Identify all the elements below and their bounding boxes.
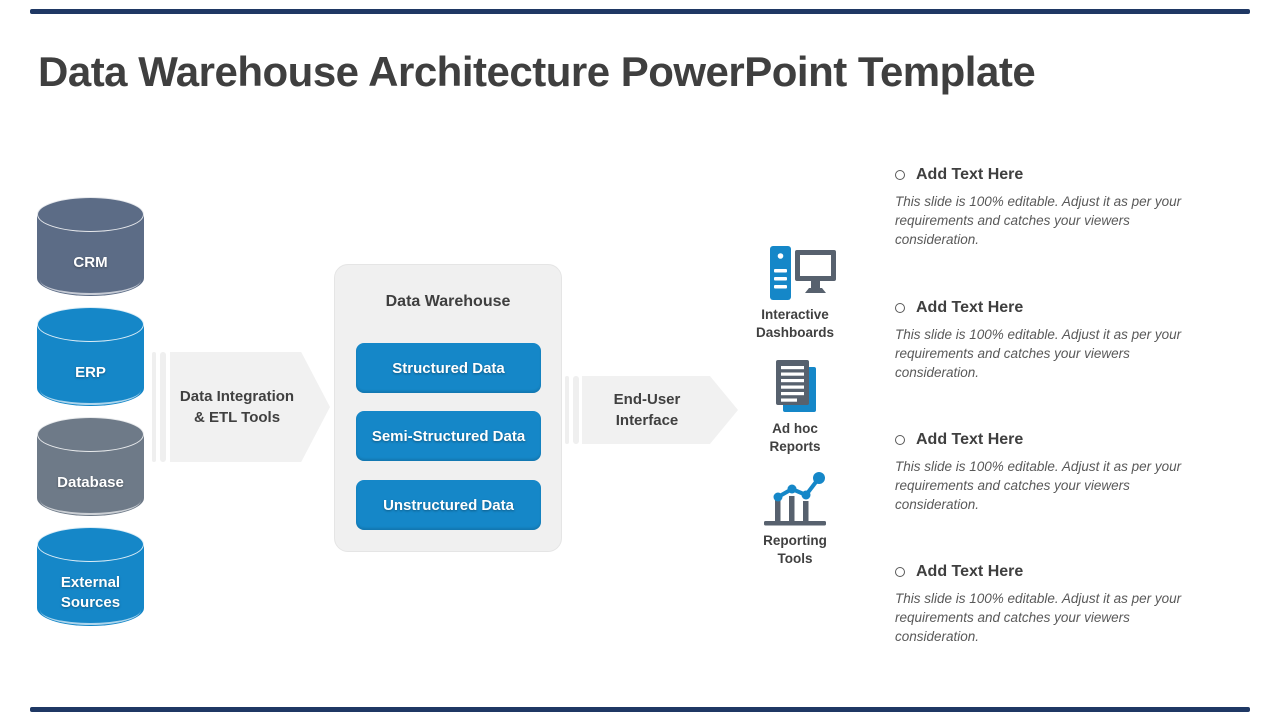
end-user-interface-label: End-User Interface [613,391,681,429]
circle-bullet-icon [895,303,905,313]
cylinder-bottom-arc [40,265,141,295]
cylinder-top-ellipse [37,527,144,562]
output-ad-hoc-reports: Ad hoc Reports [740,358,850,456]
note-heading: Add Text Here [916,563,1024,580]
note-heading: Add Text Here [916,166,1024,183]
note-block: Add Text Here This slide is 100% editabl… [895,563,1210,646]
cylinder-bottom-arc [40,485,141,515]
source-cylinder-crm: CRM [37,197,144,296]
output-reporting-tools: Reporting Tools [740,470,850,568]
warehouse-layer-unstructured: Unstructured Data [356,480,541,530]
output-label: Interactive Dashboards [755,307,835,340]
etl-arrow: Data Integration & ETL Tools [170,352,330,462]
note-heading: Add Text Here [916,431,1024,448]
circle-bullet-icon [895,567,905,577]
data-warehouse-panel: Data Warehouse Structured Data Semi-Stru… [334,264,562,552]
note-block: Add Text Here This slide is 100% editabl… [895,166,1210,249]
etl-arrow-stripe [152,352,156,462]
dashboard-computer-icon [740,244,850,302]
slide-title: Data Warehouse Architecture PowerPoint T… [38,48,1036,95]
source-cylinder-erp: ERP [37,307,144,406]
cylinder-bottom-arc [40,595,141,625]
eui-arrow-stripe [573,376,579,444]
note-body: This slide is 100% editable. Adjust it a… [895,591,1182,644]
source-cylinder-database: Database [37,417,144,516]
bottom-accent-bar [30,707,1250,712]
note-block: Add Text Here This slide is 100% editabl… [895,431,1210,514]
end-user-interface-arrow: End-User Interface [582,376,738,444]
top-accent-bar [30,9,1250,14]
note-heading: Add Text Here [916,299,1024,316]
chart-growth-icon [740,470,850,528]
source-label: CRM [73,253,108,271]
eui-arrow-stripe [565,376,569,444]
output-label: Reporting Tools [763,533,827,566]
source-cylinder-external-sources: External Sources [37,527,144,626]
warehouse-layer-semi-structured: Semi-Structured Data [356,411,541,461]
document-report-icon [740,358,850,416]
circle-bullet-icon [895,170,905,180]
cylinder-top-ellipse [37,197,144,232]
note-block: Add Text Here This slide is 100% editabl… [895,299,1210,382]
note-body: This slide is 100% editable. Adjust it a… [895,459,1182,512]
data-warehouse-title: Data Warehouse [385,293,511,310]
cylinder-bottom-arc [40,375,141,405]
etl-arrow-stripe [160,352,166,462]
source-label: Database [57,473,124,491]
cylinder-top-ellipse [37,307,144,342]
output-interactive-dashboards: Interactive Dashboards [740,244,850,342]
cylinder-top-ellipse [37,417,144,452]
source-label: External Sources [60,573,121,611]
warehouse-layer-structured: Structured Data [356,343,541,393]
note-body: This slide is 100% editable. Adjust it a… [895,327,1182,380]
note-body: This slide is 100% editable. Adjust it a… [895,194,1182,247]
etl-arrow-label: Data Integration & ETL Tools [179,388,295,426]
source-label: ERP [75,363,106,381]
circle-bullet-icon [895,435,905,445]
output-label: Ad hoc Reports [769,421,821,454]
